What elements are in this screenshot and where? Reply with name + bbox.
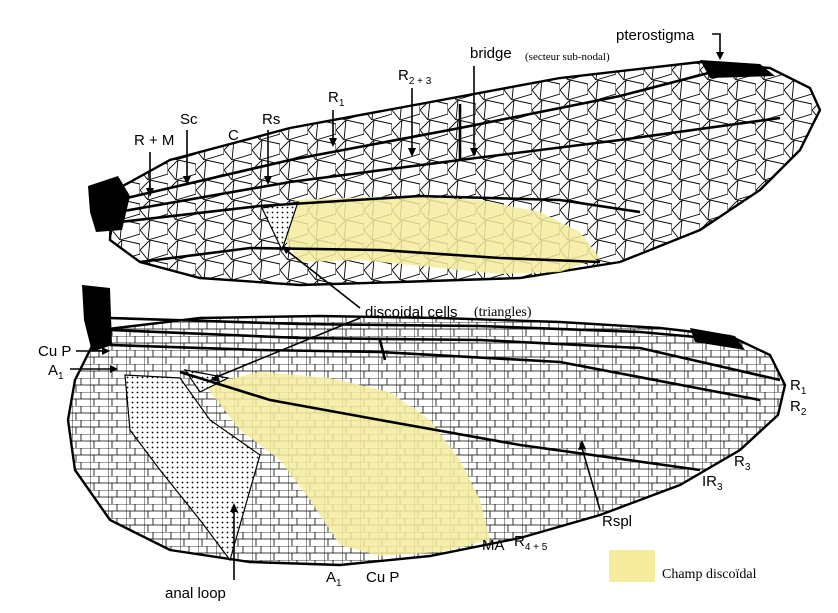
label-cup-left: Cu P (38, 343, 71, 360)
label-rs: Rs (262, 111, 280, 128)
label-bridge-note: (secteur sub-nodal) (525, 51, 610, 63)
label-r23: R2 + 3 (398, 67, 432, 87)
label-bridge: bridge (470, 45, 512, 62)
label-r1-top: R1 (328, 89, 345, 109)
forewing-discoidal-field (285, 196, 600, 274)
label-discoidal-cells: discoidal cells (365, 304, 458, 321)
legend-label: Champ discoïdal (662, 567, 757, 582)
hindwing-base (82, 285, 112, 352)
hindwing (66, 285, 787, 567)
label-discoidal-note: (triangles) (474, 305, 532, 320)
label-rspl: Rspl (602, 513, 632, 530)
anal-loop-field (124, 374, 261, 562)
label-ma: MA (482, 537, 505, 554)
label-pterostigma: pterostigma (616, 27, 695, 44)
hindwing-pterostigma (690, 328, 745, 350)
pterostigma-mark (700, 60, 775, 78)
label-anal-loop: anal loop (165, 585, 226, 602)
label-a1-bottom: A1 (326, 569, 342, 589)
forewing-base (88, 176, 130, 232)
label-r2-right: R2 (790, 398, 807, 418)
label-r45: R4 + 5 (514, 533, 548, 553)
hindwing-discoidal-field (205, 372, 490, 556)
label-a1-left: A1 (48, 362, 64, 382)
arrow-pterostigma (712, 33, 721, 55)
label-r1-right: R1 (790, 377, 807, 397)
label-ir3: IR3 (702, 473, 723, 493)
label-cup-bottom: Cu P (366, 569, 399, 586)
label-r-plus-m: R + M (134, 132, 174, 149)
label-r3: R3 (734, 453, 751, 473)
label-sc: Sc (180, 111, 198, 128)
label-c: C (228, 127, 239, 144)
legend-swatch (609, 550, 655, 582)
forewing (88, 60, 822, 287)
